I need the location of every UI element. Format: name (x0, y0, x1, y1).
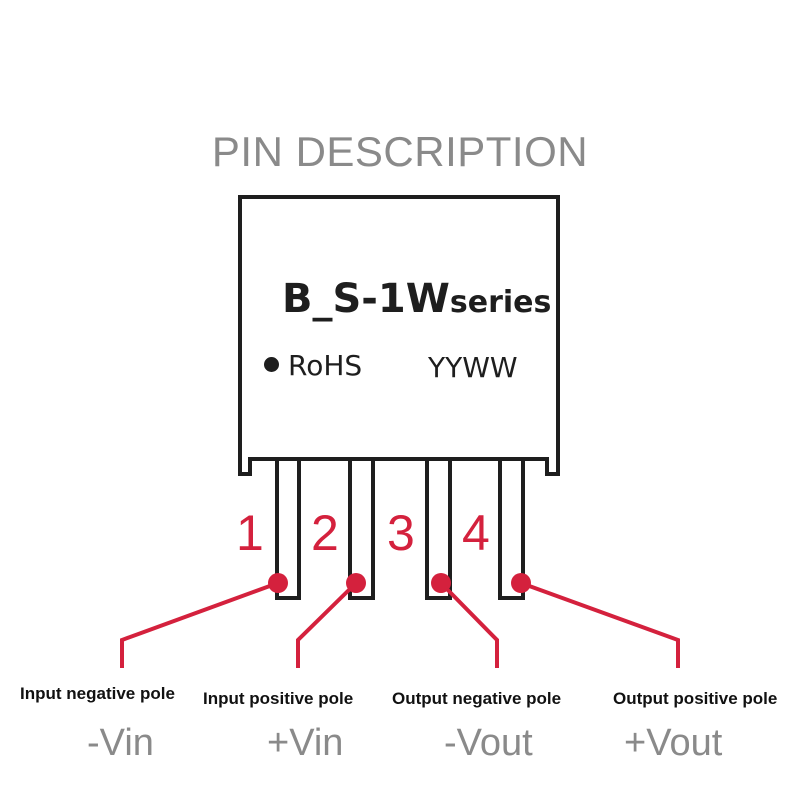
pin-3-number: 3 (387, 505, 415, 561)
pin-1-marker (268, 573, 288, 593)
module-model: B_S-1Wseries (282, 276, 551, 322)
page-title: PIN DESCRIPTION (211, 128, 589, 175)
pin-1-symbol: -Vin (87, 722, 154, 764)
pin-2-description: Input positive pole (203, 689, 354, 708)
pin-3-description: Output negative pole (392, 689, 562, 708)
pin-4-number: 4 (462, 505, 490, 561)
rohs-mark: RoHS (264, 349, 362, 382)
pin-2-number: 2 (311, 505, 339, 561)
rohs-dot-icon (264, 357, 279, 372)
pin-2-lead (348, 459, 375, 600)
pin-4-symbol: +Vout (624, 722, 723, 764)
pin-1-number: 1 (236, 505, 264, 561)
pin-4-lead (498, 459, 525, 600)
pin-3-symbol: -Vout (444, 722, 533, 764)
module-model-main: B_S-1W (282, 276, 450, 322)
pin-3-leader (439, 581, 499, 668)
pin-2-marker (346, 573, 366, 593)
module-model-suffix: series (449, 285, 552, 320)
date-code: YYWW (428, 351, 518, 384)
pin-1-description: Input negative pole (20, 684, 175, 703)
pin-4-leader (520, 581, 680, 668)
pin-2-symbol: +Vin (267, 722, 344, 764)
pin-2-leader (296, 581, 358, 668)
pin-3-lead (425, 459, 452, 600)
rohs-label: RoHS (288, 349, 363, 382)
module-body (238, 195, 560, 476)
pin-1-lead (275, 459, 301, 600)
pin-4-description: Output positive pole (613, 689, 778, 708)
pin-4-marker (511, 573, 531, 593)
pin-3-marker (431, 573, 451, 593)
pin-1-leader (120, 581, 279, 668)
